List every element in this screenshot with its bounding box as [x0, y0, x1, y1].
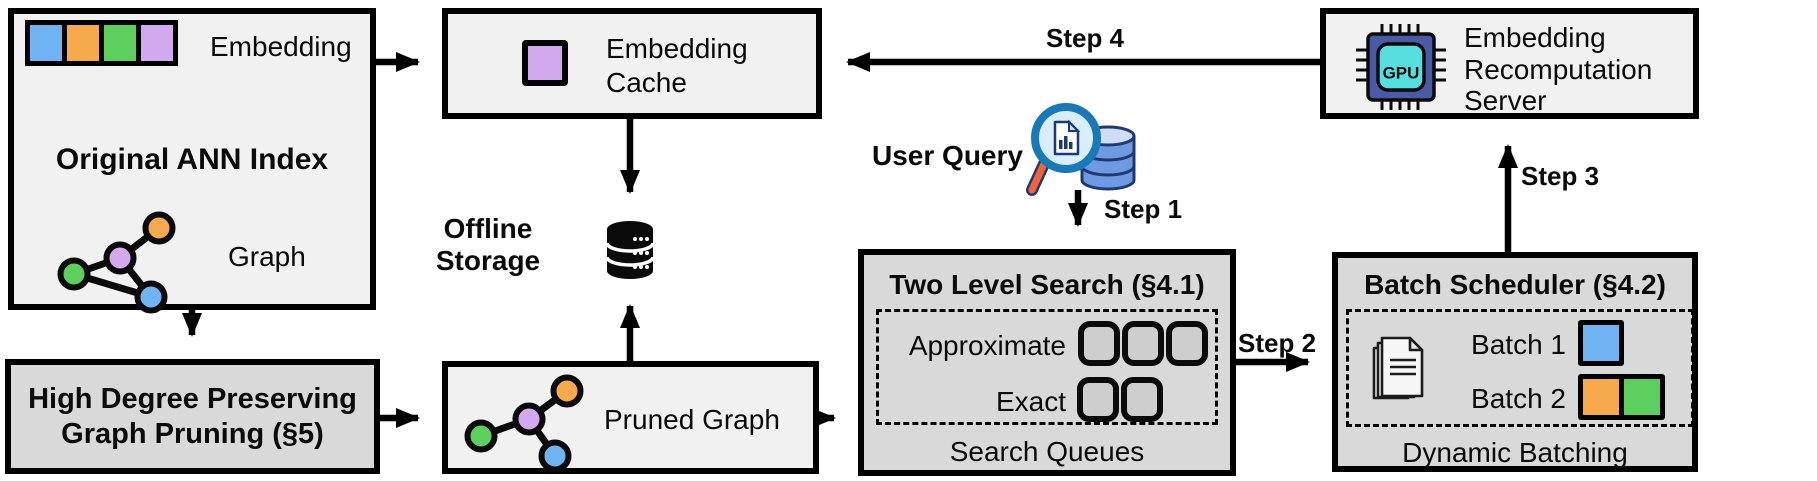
queries-documents-icon [1372, 336, 1424, 400]
graph-node-orange [550, 374, 584, 408]
step4-label: Step 4 [1045, 23, 1125, 53]
approximate-label: Approximate [908, 330, 1066, 361]
graph-node-orange [142, 211, 176, 245]
graph-node-purple [103, 241, 137, 275]
batch-item [1619, 374, 1665, 420]
batch2-label: Batch 2 [1471, 383, 1566, 414]
queue-slot [1166, 321, 1208, 366]
batch2-items [1578, 374, 1665, 420]
graph-label: Graph [228, 241, 306, 272]
batch-scheduler-box: Batch Scheduler (§4.2) Batch 1 Batch 2 D… [1332, 252, 1698, 472]
exact-queues [1077, 377, 1163, 422]
graph-node-blue [134, 280, 168, 314]
cached-embedding-icon [522, 40, 568, 86]
gpu-chip-icon: GPU [1356, 24, 1446, 110]
embedding-cell [62, 20, 104, 66]
step2-label: Step 2 [1238, 328, 1317, 358]
graph-node-purple [512, 402, 546, 436]
embedding-cell [25, 20, 67, 66]
graph-node-green [57, 257, 91, 291]
offline-storage-label: Offline Storage [435, 213, 541, 276]
approximate-queues [1078, 321, 1208, 366]
high-degree-pruning-title: High Degree Preserving Graph Pruning (§5… [28, 382, 357, 450]
graph-node-blue [538, 439, 572, 473]
original-ann-index-title: Original ANN Index [55, 143, 329, 176]
batch-item [1578, 374, 1624, 420]
embedding-vector-icon [25, 20, 178, 66]
embedding-cache-label: Embedding Cache [606, 33, 748, 98]
step3-label: Step 3 [1521, 161, 1600, 191]
user-query-search-icon [1026, 103, 1136, 196]
batch1-label: Batch 1 [1471, 329, 1566, 360]
recomputation-server-label: Embedding Recomputation Server [1464, 22, 1653, 117]
search-queues-panel [876, 309, 1218, 425]
search-queues-footer: Search Queues [949, 436, 1145, 467]
dynamic-batching-footer: Dynamic Batching [1402, 437, 1628, 468]
gpu-text: GPU [1383, 64, 1420, 83]
embedding-cell [136, 20, 178, 66]
pruned-graph-label: Pruned Graph [604, 404, 780, 435]
batch1-items [1578, 320, 1624, 366]
user-query-label: User Query [872, 140, 1023, 171]
graph-node-green [464, 419, 498, 453]
queue-slot [1121, 377, 1163, 422]
high-degree-pruning-box: High Degree Preserving Graph Pruning (§5… [5, 359, 380, 474]
two-level-search-box: Two Level Search (§4.1) Approximate Exac… [858, 249, 1236, 476]
dynamic-batching-panel [1346, 309, 1694, 427]
original-ann-index-box: Embedding Original ANN Index Graph [8, 8, 376, 314]
embedding-cache-box: Embedding Cache [442, 8, 822, 119]
batch-item [1578, 320, 1624, 366]
queue-slot [1078, 321, 1120, 366]
two-level-search-title: Two Level Search (§4.1) [889, 269, 1205, 300]
recomputation-server-box: GPU Embedding Recomputation Server [1320, 8, 1699, 119]
pruned-graph-icon [464, 374, 584, 473]
offline-storage-database-icon [605, 221, 655, 279]
exact-label: Exact [995, 386, 1066, 417]
queue-slot [1077, 377, 1119, 422]
queue-slot [1122, 321, 1164, 366]
step1-label: Step 1 [1104, 194, 1183, 224]
pruned-graph-box: Pruned Graph [442, 361, 819, 474]
batch-scheduler-title: Batch Scheduler (§4.2) [1364, 269, 1666, 300]
ann-graph-icon [57, 211, 176, 314]
embedding-label: Embedding [210, 31, 352, 62]
embedding-cell [99, 20, 141, 66]
